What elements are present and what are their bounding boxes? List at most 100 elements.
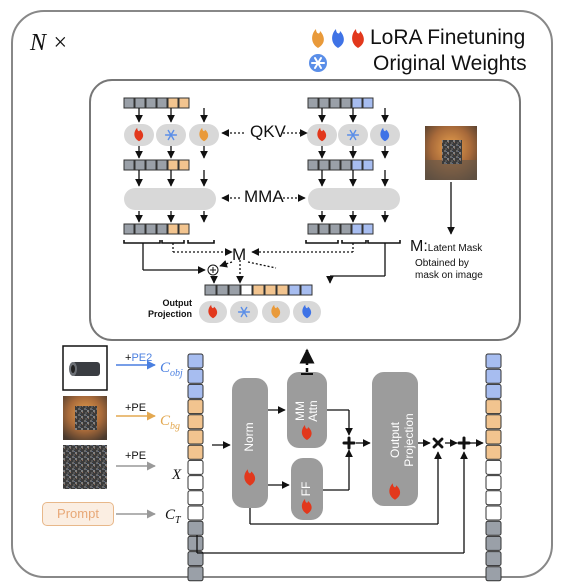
combined-token-cell xyxy=(228,284,241,296)
token-cell xyxy=(167,159,179,171)
input-token xyxy=(187,383,204,399)
token-cell xyxy=(178,97,190,109)
token-cell xyxy=(318,97,330,109)
fire-blue-icon xyxy=(332,29,344,48)
pe-label-background: +PE xyxy=(125,402,147,414)
output-token xyxy=(485,520,502,536)
token-cell xyxy=(156,97,168,109)
c-t-symbol: CT xyxy=(165,507,181,526)
output-token xyxy=(485,353,502,369)
token-cell xyxy=(351,97,363,109)
mask-description: Obtained by mask on image xyxy=(415,258,483,281)
c-obj-symbol: Cobj xyxy=(160,360,183,379)
ff-label: FF xyxy=(299,481,313,497)
norm-fire-icon xyxy=(244,469,256,486)
fire-icon xyxy=(302,304,312,319)
fire-icon xyxy=(380,127,390,142)
add-operator xyxy=(342,436,356,450)
token-cell xyxy=(329,223,341,235)
m-label: M xyxy=(232,245,247,264)
token-cell xyxy=(134,223,146,235)
legend-fire-icons xyxy=(312,29,364,48)
token-cell xyxy=(145,159,157,171)
token-cell xyxy=(178,159,190,171)
token-cell xyxy=(134,97,146,109)
token-cell xyxy=(329,159,341,171)
combined-token-cell xyxy=(300,284,313,296)
token-cell xyxy=(167,223,179,235)
token-cell xyxy=(307,159,319,171)
token-cell xyxy=(329,97,341,109)
fire-red-icon xyxy=(352,29,364,48)
snowflake-icon xyxy=(237,306,251,318)
combined-token-cell xyxy=(240,284,253,296)
legend-lora-label: LoRA Finetuning xyxy=(370,26,526,49)
input-token xyxy=(187,414,204,430)
output-projection-block xyxy=(372,372,418,506)
token-cell xyxy=(340,159,352,171)
mma-block-left xyxy=(124,188,216,210)
combined-token-cell xyxy=(204,284,217,296)
combined-token-cell xyxy=(216,284,229,296)
token-cell xyxy=(318,223,330,235)
output-projection-pills xyxy=(199,301,321,323)
legend-original-label: Original Weights xyxy=(373,52,527,75)
qkv-label: QKV xyxy=(250,122,286,141)
mm-attn-label: MM Attn xyxy=(293,400,320,422)
legend-snowflake-icon xyxy=(309,54,327,72)
input-token xyxy=(187,551,204,567)
output-token xyxy=(485,459,502,475)
mma-label: MMA xyxy=(244,187,284,206)
fire-icon xyxy=(317,127,327,142)
background-image-thumbnail xyxy=(63,396,107,440)
token-cell xyxy=(362,159,374,171)
pe2-label: +PE2 xyxy=(125,352,153,364)
combined-token-cell xyxy=(288,284,301,296)
output-token xyxy=(485,383,502,399)
output-token xyxy=(485,399,502,415)
mma-block-right xyxy=(308,188,400,210)
input-token xyxy=(187,459,204,475)
input-token xyxy=(187,399,204,415)
qkv-pills xyxy=(124,124,400,146)
output-token xyxy=(485,566,502,582)
multiply-operator xyxy=(432,437,444,449)
token-cell xyxy=(123,159,135,171)
input-token xyxy=(187,475,204,491)
input-token-column xyxy=(187,353,204,582)
token-cell xyxy=(167,97,179,109)
token-cell xyxy=(134,159,146,171)
c-bg-symbol: Cbg xyxy=(160,413,181,432)
fire-icon xyxy=(208,304,218,319)
token-cell xyxy=(362,97,374,109)
combined-token-cell xyxy=(276,284,289,296)
token-cell xyxy=(123,223,135,235)
snowflake-icon xyxy=(164,129,178,141)
output-projection-fire-icon xyxy=(389,483,401,500)
masked-image-thumbnail xyxy=(425,126,477,180)
fire-icon xyxy=(199,127,209,142)
snowflake-icon xyxy=(346,129,360,141)
output-projection-label: Output Projection xyxy=(147,298,192,319)
output-token xyxy=(485,490,502,506)
mm-attn-block xyxy=(287,372,327,448)
output-projection-block-label: Output Projection xyxy=(388,413,416,467)
input-token xyxy=(187,444,204,460)
token-rows xyxy=(123,97,374,296)
token-cell xyxy=(156,223,168,235)
combined-token-cell xyxy=(252,284,265,296)
input-token xyxy=(187,353,204,369)
token-cell xyxy=(307,223,319,235)
output-token xyxy=(485,444,502,460)
norm-block xyxy=(232,378,268,508)
norm-label: Norm xyxy=(242,422,256,452)
fire-orange-icon xyxy=(312,29,324,48)
fire-icon xyxy=(134,127,144,142)
residual-add-operator xyxy=(457,436,471,450)
repeat-n-label: N × xyxy=(30,30,69,56)
output-token xyxy=(485,475,502,491)
output-token xyxy=(485,505,502,521)
output-token xyxy=(485,535,502,551)
combined-token-cell xyxy=(264,284,277,296)
pe-label-noise: +PE xyxy=(125,450,147,462)
